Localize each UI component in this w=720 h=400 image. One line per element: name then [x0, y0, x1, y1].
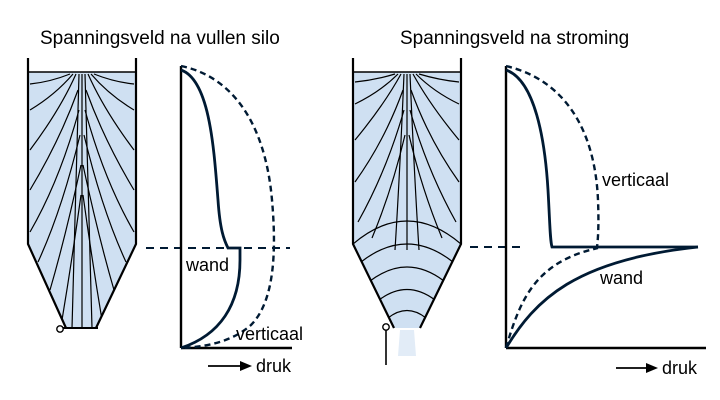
right-vertical-label: verticaal [602, 170, 669, 190]
right-arch-lines [353, 220, 461, 319]
valve-icon [382, 323, 390, 331]
right-title: Spanningsveld na stroming [400, 28, 629, 49]
right-wall-curve-lower [504, 245, 699, 349]
arrow-right-icon [646, 363, 658, 373]
right-silo-outline-right [419, 58, 463, 329]
valve-icon [56, 325, 64, 333]
right-wall-curve-upper [505, 68, 698, 249]
left-vertical-label: verticaal [236, 324, 303, 344]
right-silo-outline [351, 58, 395, 329]
outlet-stream-fill [398, 330, 416, 356]
arrow-right-icon [240, 361, 252, 371]
right-vertical-curve [505, 64, 600, 248]
left-wall-label: wand [185, 255, 229, 275]
right-wall-label: wand [599, 268, 643, 288]
left-axis-label: druk [256, 356, 292, 376]
left-silo-outline-right [95, 58, 138, 329]
right-vertical-curve-lower [504, 246, 599, 349]
left-vertical-curve [180, 64, 276, 350]
left-silo-outline [26, 58, 68, 329]
left-title: Spanningsveld na vullen silo [40, 28, 280, 49]
right-stress-lines [354, 73, 460, 251]
left-wall-curve [180, 68, 242, 350]
left-stress-lines [29, 73, 135, 328]
right-axis-label: druk [662, 358, 698, 378]
